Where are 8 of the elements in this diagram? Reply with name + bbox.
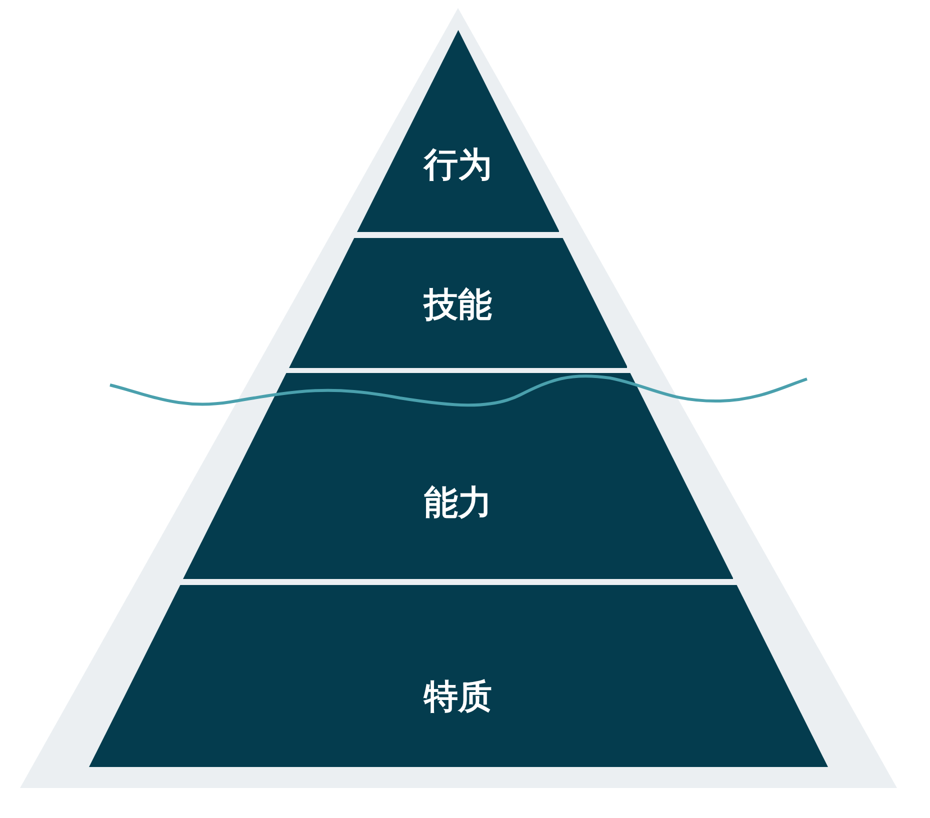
pyramid-layer [288, 238, 628, 368]
layer-label: 能力 [424, 483, 492, 523]
layer-label: 技能 [424, 285, 492, 325]
layer-label: 行为 [424, 145, 492, 185]
pyramid-layer [182, 373, 734, 579]
pyramid-layer [88, 585, 828, 767]
pyramid-layer [356, 30, 560, 232]
layer-label: 特质 [424, 677, 492, 717]
